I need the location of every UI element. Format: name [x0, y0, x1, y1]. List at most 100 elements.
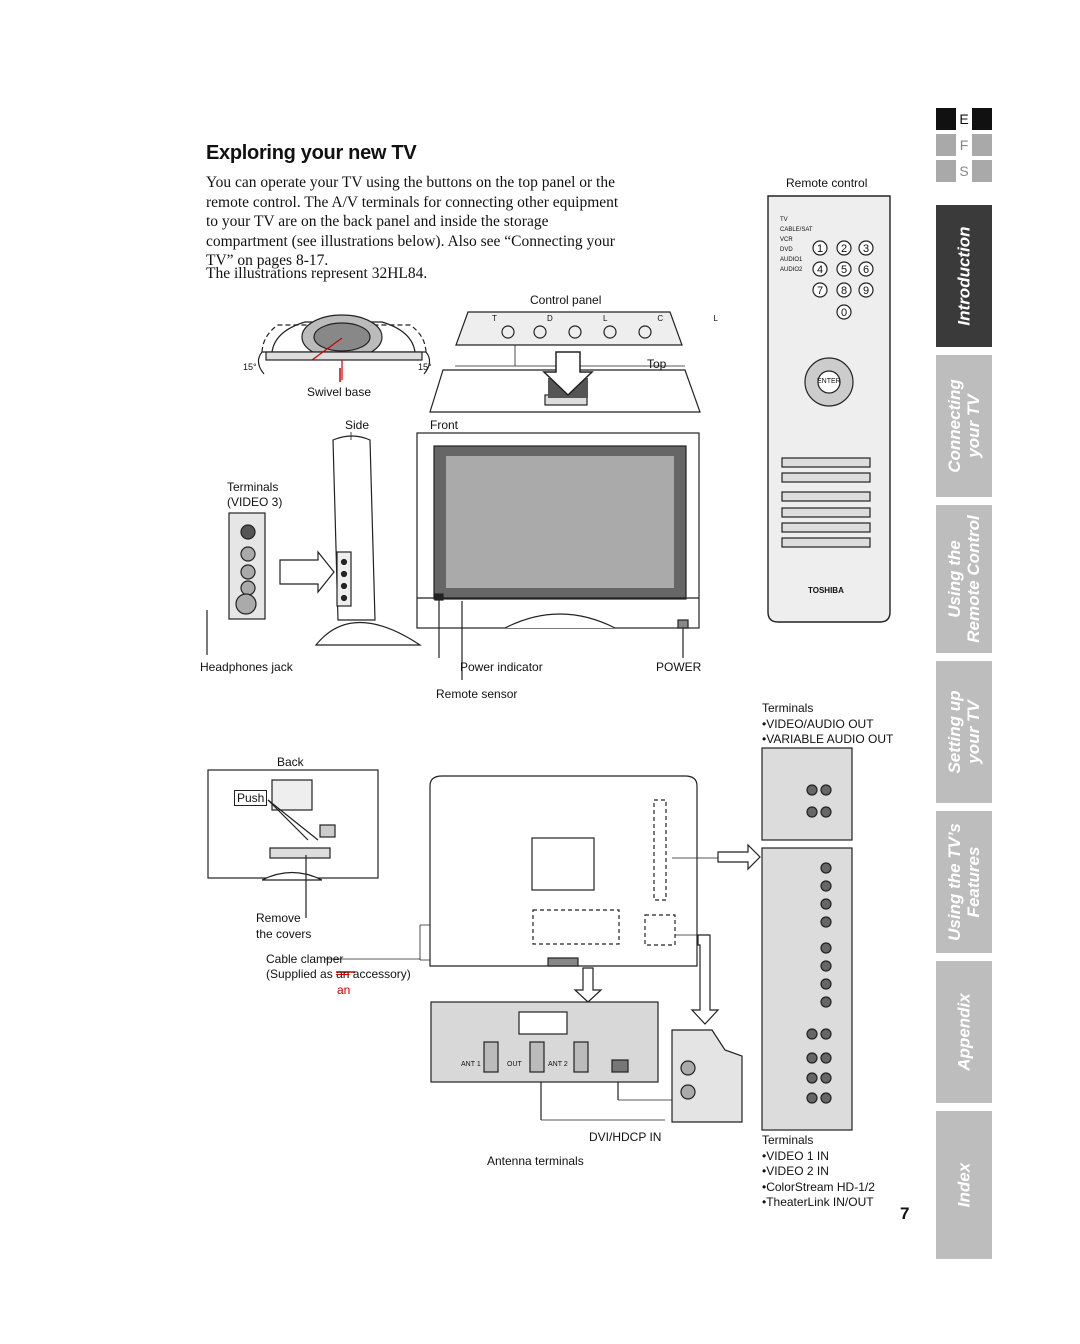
supplied-correction: an [337, 983, 351, 997]
remote-digit-button [836, 282, 852, 298]
remote-digit-button [858, 240, 874, 256]
remote-mode-label: DVD [780, 247, 793, 253]
side-tab-introduction[interactable]: Introduction [936, 205, 992, 347]
remote-enter: ENTER [817, 378, 841, 385]
dvi-hdcp-in-label: DVI/HDCP IN [589, 1130, 662, 1144]
page-number: 7 [900, 1204, 910, 1223]
side-tab-label: Appendix [954, 993, 974, 1071]
terminals-video3-label-1: Terminals [227, 480, 279, 494]
lang-tab-f[interactable]: F [936, 134, 992, 156]
terminals-out-list: Terminals VIDEO/AUDIO OUT VARIABLE AUDIO… [762, 701, 893, 748]
out-label: OUT [507, 1061, 522, 1068]
remote-control-label: Remote control [786, 176, 868, 190]
terminal-jack [820, 862, 832, 874]
terminal-jack [820, 784, 832, 796]
remote-digit-label: 7 [817, 285, 823, 297]
terminal-item: VARIABLE AUDIO OUT [762, 732, 893, 748]
remote-digit-label: 1 [817, 243, 823, 255]
terminal-jack [820, 1052, 832, 1064]
compartment-terminal-panel [671, 747, 853, 1131]
remote-digit-button [812, 261, 828, 277]
back-label: Back [277, 755, 304, 769]
angle-right: 15° [418, 362, 432, 372]
cable-clamper-label: Cable clamper [266, 952, 344, 966]
remote-digit-button [836, 304, 852, 320]
ant1-label: ANT 1 [461, 1061, 481, 1068]
terminal-jack [820, 1092, 832, 1104]
remote-mode-label: VCR [780, 237, 793, 243]
terminal-jack [820, 996, 832, 1008]
remote-digit-label: 8 [841, 285, 847, 297]
terminals-in-list: Terminals VIDEO 1 IN VIDEO 2 IN ColorStr… [762, 1133, 875, 1211]
control-panel-label: Control panel [530, 293, 602, 307]
remote-digit-label: 2 [841, 243, 847, 255]
remote-mode-label: TV [780, 217, 788, 223]
side-tab-label: Index [954, 1162, 974, 1208]
tv-back-small-illustration [207, 769, 528, 961]
terminal-item: VIDEO 2 IN [762, 1164, 875, 1180]
swivel-base-label: Swivel base [307, 385, 372, 399]
terminal-jack [820, 1072, 832, 1084]
remote-digit-label: 4 [817, 264, 823, 276]
terminal-jack [820, 898, 832, 910]
remote-digit-label: 0 [841, 307, 847, 319]
terminal-item: ColorStream HD-1/2 [762, 1180, 875, 1196]
tv-side-illustration [279, 435, 422, 646]
control-panel-keys: T D L C L [492, 314, 742, 323]
terminal-jack [820, 978, 832, 990]
terminal-jack [820, 880, 832, 892]
remove-label-1: Remove [256, 911, 301, 925]
side-tab-appendix[interactable]: Appendix [936, 961, 992, 1103]
remote-digit-button [836, 261, 852, 277]
side-tab-index[interactable]: Index [936, 1111, 992, 1259]
terminals-in-heading: Terminals [762, 1133, 814, 1147]
lang-tab-e[interactable]: E [936, 108, 992, 130]
power-indicator-label: Power indicator [460, 660, 543, 674]
terminals-video3-label-2: (VIDEO 3) [227, 495, 283, 509]
terminal-jack [806, 806, 818, 818]
angle-left: 15° [243, 362, 257, 372]
headphones-jack-label: Headphones jack [200, 660, 293, 674]
front-label: Front [430, 418, 459, 432]
remote-digit-button [858, 261, 874, 277]
terminal-item: VIDEO 1 IN [762, 1149, 875, 1165]
remote-mode-label: CABLE/SAT [780, 227, 813, 233]
remove-label-2: the covers [256, 927, 312, 941]
terminal-jack [820, 960, 832, 972]
antenna-terminals-label: Antenna terminals [487, 1154, 584, 1168]
terminal-jack [820, 806, 832, 818]
power-label: POWER [656, 660, 702, 674]
remote-digit-label: 5 [841, 264, 847, 276]
remote-digit-label: 9 [863, 285, 869, 297]
terminal-jack [820, 942, 832, 954]
tv-top-illustration [429, 351, 701, 413]
terminal-jack [820, 916, 832, 928]
terminal-item: TheaterLink IN/OUT [762, 1195, 875, 1211]
terminal-jack [806, 1052, 818, 1064]
top-label: Top [647, 357, 667, 371]
tv-back-large-illustration [429, 775, 761, 1025]
lang-letter-f: F [959, 137, 969, 153]
antenna-terminal-panel [430, 1001, 659, 1120]
side-tab-label: Introduction [954, 226, 974, 326]
lang-tab-s[interactable]: S [936, 160, 992, 182]
ant2-label: ANT 2 [548, 1061, 568, 1068]
supplied-accessory-label: (Supplied as an accessory) [266, 967, 411, 981]
lang-letter-s: S [959, 163, 969, 179]
remote-mode-label: AUDIO1 [780, 257, 803, 263]
terminal-jack [806, 1028, 818, 1040]
remote-digit-button [836, 240, 852, 256]
tv-front-illustration [350, 432, 700, 680]
terminal-jack [806, 1092, 818, 1104]
side-label: Side [345, 418, 370, 432]
